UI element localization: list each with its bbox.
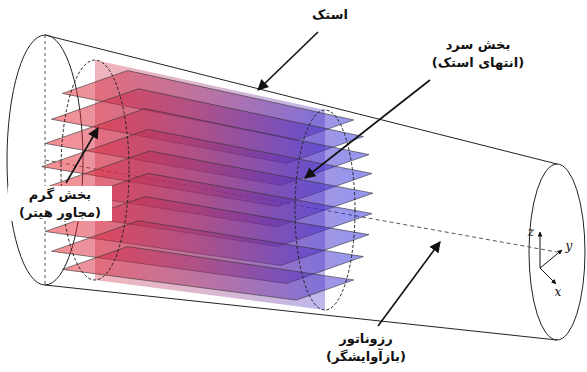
- resonator-tube: [7, 35, 585, 340]
- axis-label: x: [555, 284, 562, 300]
- cold-end-label: بخش سرد (انتهای استک): [424, 36, 532, 71]
- axis-z: [540, 232, 541, 268]
- stack-label: استک: [309, 6, 351, 24]
- stack-hot-end: [61, 60, 129, 280]
- hot-end-label: بخش گرم (مجاور هیتر): [8, 186, 112, 221]
- axis-label: z: [528, 224, 534, 240]
- leader-arrow: [258, 32, 318, 90]
- axis-x: [540, 268, 556, 284]
- axis-y: [540, 250, 562, 268]
- axis-label: y: [566, 238, 573, 254]
- resonator-label: رزوناتور (بازآوایشگر): [307, 330, 425, 365]
- leader-arrow: [66, 128, 98, 183]
- leader-arrow: [305, 80, 430, 178]
- stack-cold-end: [295, 110, 355, 310]
- leader-arrow: [378, 242, 440, 326]
